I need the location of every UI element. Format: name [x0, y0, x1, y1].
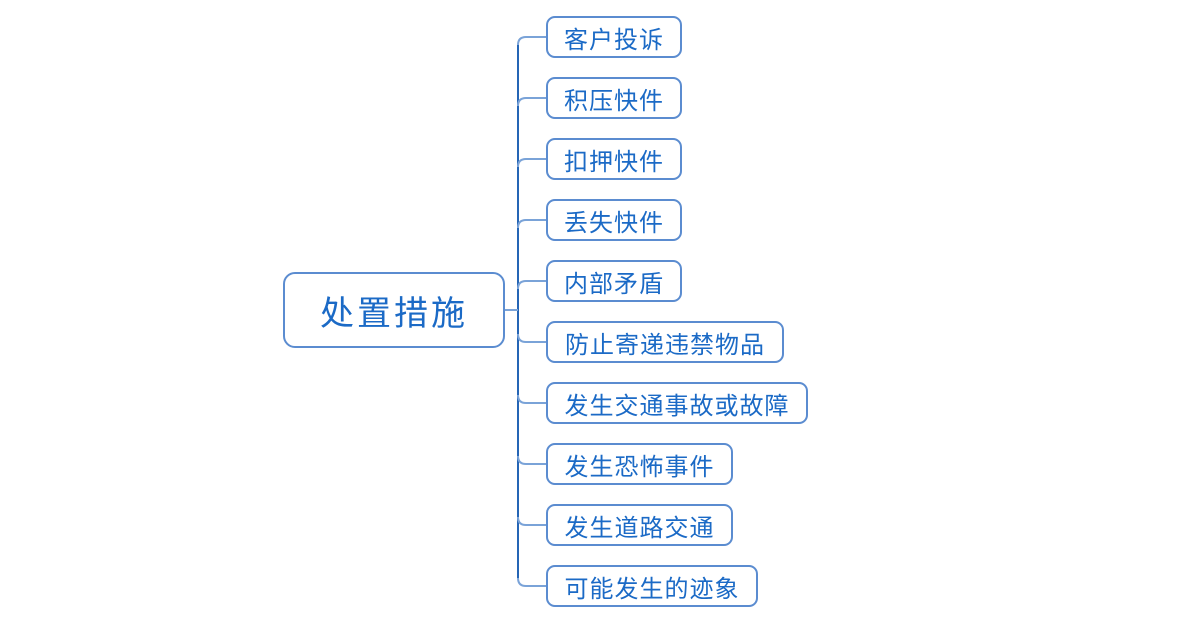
branch-node-2[interactable]: 积压快件 — [546, 77, 682, 119]
connector-branch-8 — [517, 455, 547, 465]
branch-node-label: 发生恐怖事件 — [564, 454, 715, 481]
branch-node-label: 丢失快件 — [564, 210, 664, 237]
root-node[interactable]: 处置措施 — [283, 272, 505, 348]
branch-node-7[interactable]: 发生交通事故或故障 — [546, 382, 808, 424]
branch-node-label: 积压快件 — [564, 88, 664, 115]
branch-node-1[interactable]: 客户投诉 — [546, 16, 682, 58]
connector-branch-7 — [517, 394, 547, 404]
branch-node-label: 发生道路交通 — [564, 515, 715, 542]
connector-branch-9 — [517, 516, 547, 526]
connector-branch-10 — [517, 577, 547, 587]
branch-node-label: 内部矛盾 — [564, 271, 664, 298]
connector-branch-1 — [517, 36, 547, 46]
branch-node-3[interactable]: 扣押快件 — [546, 138, 682, 180]
branch-node-8[interactable]: 发生恐怖事件 — [546, 443, 733, 485]
branch-node-label: 客户投诉 — [564, 27, 664, 54]
branch-node-9[interactable]: 发生道路交通 — [546, 504, 733, 546]
connector-branch-3 — [517, 158, 547, 168]
branch-node-4[interactable]: 丢失快件 — [546, 199, 682, 241]
root-node-label: 处置措施 — [320, 295, 468, 333]
branch-node-label: 扣押快件 — [564, 149, 664, 176]
connector-branch-6 — [517, 333, 547, 343]
branch-node-label: 防止寄递违禁物品 — [565, 332, 765, 359]
connector-branch-2 — [517, 97, 547, 107]
connector-branch-4 — [517, 219, 547, 229]
branch-node-10[interactable]: 可能发生的迹象 — [546, 565, 758, 607]
branch-node-label: 可能发生的迹象 — [564, 576, 740, 603]
connector-branch-5 — [517, 280, 547, 290]
branch-node-5[interactable]: 内部矛盾 — [546, 260, 682, 302]
branch-node-label: 发生交通事故或故障 — [564, 393, 790, 420]
branch-node-6[interactable]: 防止寄递违禁物品 — [546, 321, 784, 363]
